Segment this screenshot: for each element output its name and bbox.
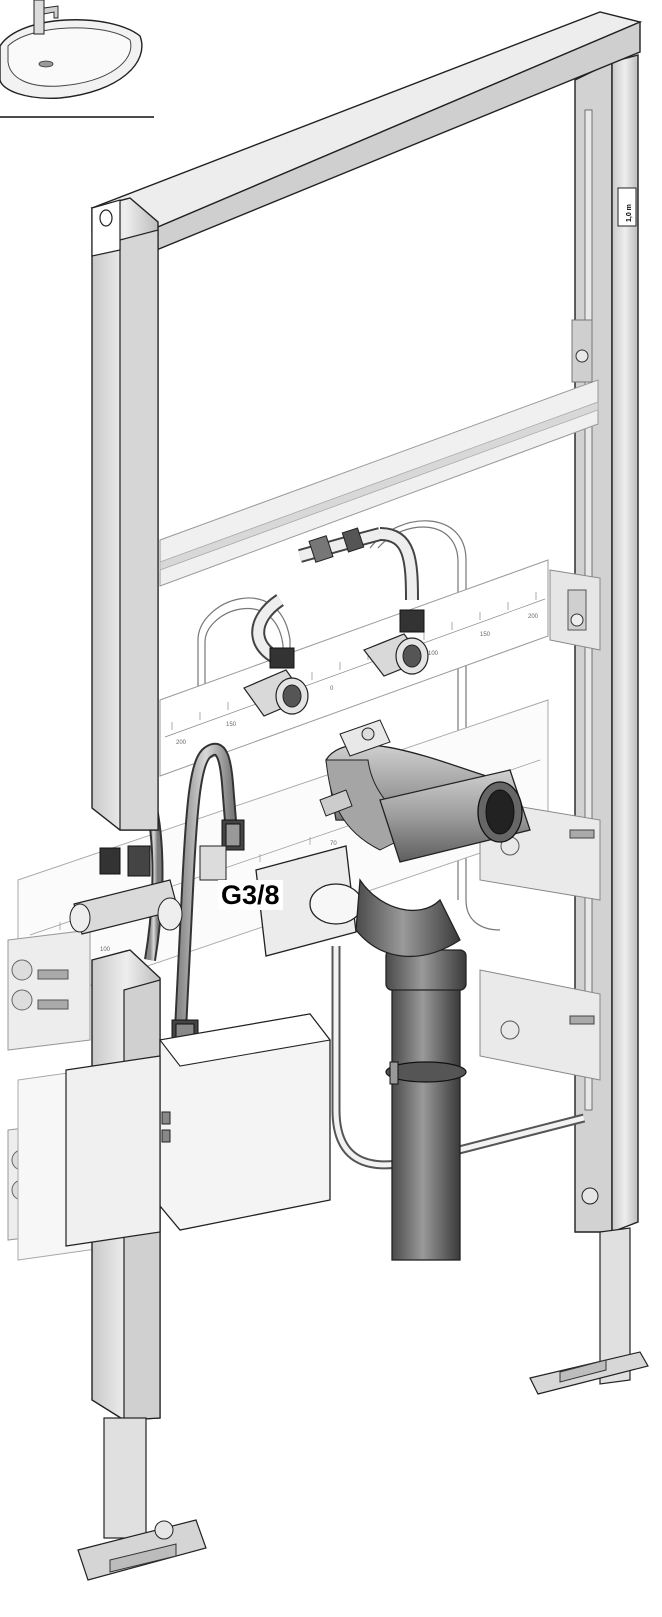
washbasin-illustration (0, 0, 154, 118)
scale-number-6: 150 (480, 632, 491, 638)
wall-elbows (243, 527, 429, 717)
upper-scale-board: 200 150 100 0 100 150 200 (159, 559, 601, 777)
height-marker-label: 1,0 m (626, 204, 633, 222)
scale-number-4: 0 (330, 686, 334, 692)
drain-pipe (319, 719, 531, 1261)
rail-number-1: 100 (100, 947, 111, 953)
scale-number-1: 200 (176, 740, 187, 746)
mounting-rail (159, 319, 599, 587)
scale-number-2: 150 (226, 722, 237, 728)
rail-number-5: 70 (330, 841, 337, 847)
hose-fittings (69, 819, 245, 1049)
top-crossbar (90, 11, 643, 262)
scale-number-5: 100 (428, 651, 439, 657)
scale-number-7: 200 (528, 614, 539, 620)
thread-size-callout: G3/8 (218, 880, 283, 910)
electronic-unit (65, 845, 363, 1247)
